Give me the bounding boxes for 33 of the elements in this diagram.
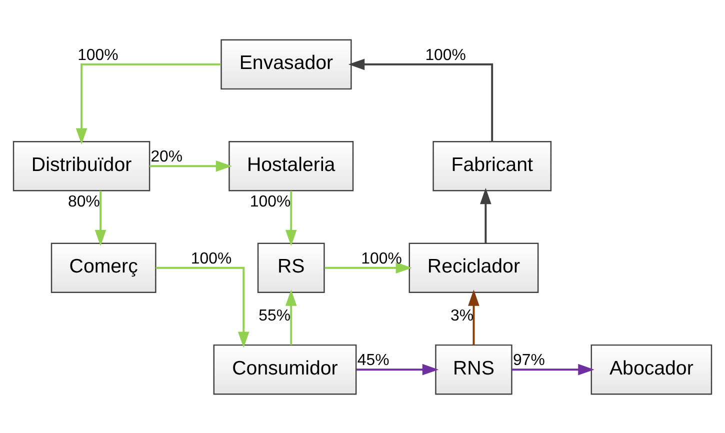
edge-label: 100% xyxy=(190,250,232,267)
arrow xyxy=(480,187,492,243)
arrow xyxy=(76,62,221,144)
edge-label: 100% xyxy=(425,46,466,64)
edge-label: 97% xyxy=(512,352,545,369)
arrow xyxy=(285,289,297,344)
arrow xyxy=(94,190,106,246)
edge-label: 80% xyxy=(68,192,100,210)
arrow xyxy=(150,160,232,172)
edge-label: 100% xyxy=(250,192,291,210)
node-box: Abocador xyxy=(590,344,712,394)
edge-label: 20% xyxy=(150,148,183,166)
arrow xyxy=(285,190,297,246)
node-box: RS xyxy=(257,242,325,292)
node-box: Fabricant xyxy=(432,140,552,191)
arrow xyxy=(348,58,494,142)
arrow xyxy=(356,363,439,375)
node-box: Comerç xyxy=(50,242,156,292)
node-box: Consumidor xyxy=(213,344,357,394)
node-box: Hostaleria xyxy=(228,140,354,191)
arrow xyxy=(468,289,480,344)
node-box: Reciclador xyxy=(408,242,539,292)
edge-label: 45% xyxy=(357,352,390,369)
edge-label: 3% xyxy=(450,307,474,324)
node-box: RNS xyxy=(435,344,512,394)
arrow xyxy=(512,363,594,375)
edge-label: 100% xyxy=(78,46,118,64)
arrow xyxy=(324,262,412,274)
edge-label: 55% xyxy=(258,307,290,324)
arrow xyxy=(156,266,250,348)
node-box: Distribuïdor xyxy=(12,140,150,191)
node-box: Envasador xyxy=(220,38,352,90)
edge-label: 100% xyxy=(361,250,402,267)
